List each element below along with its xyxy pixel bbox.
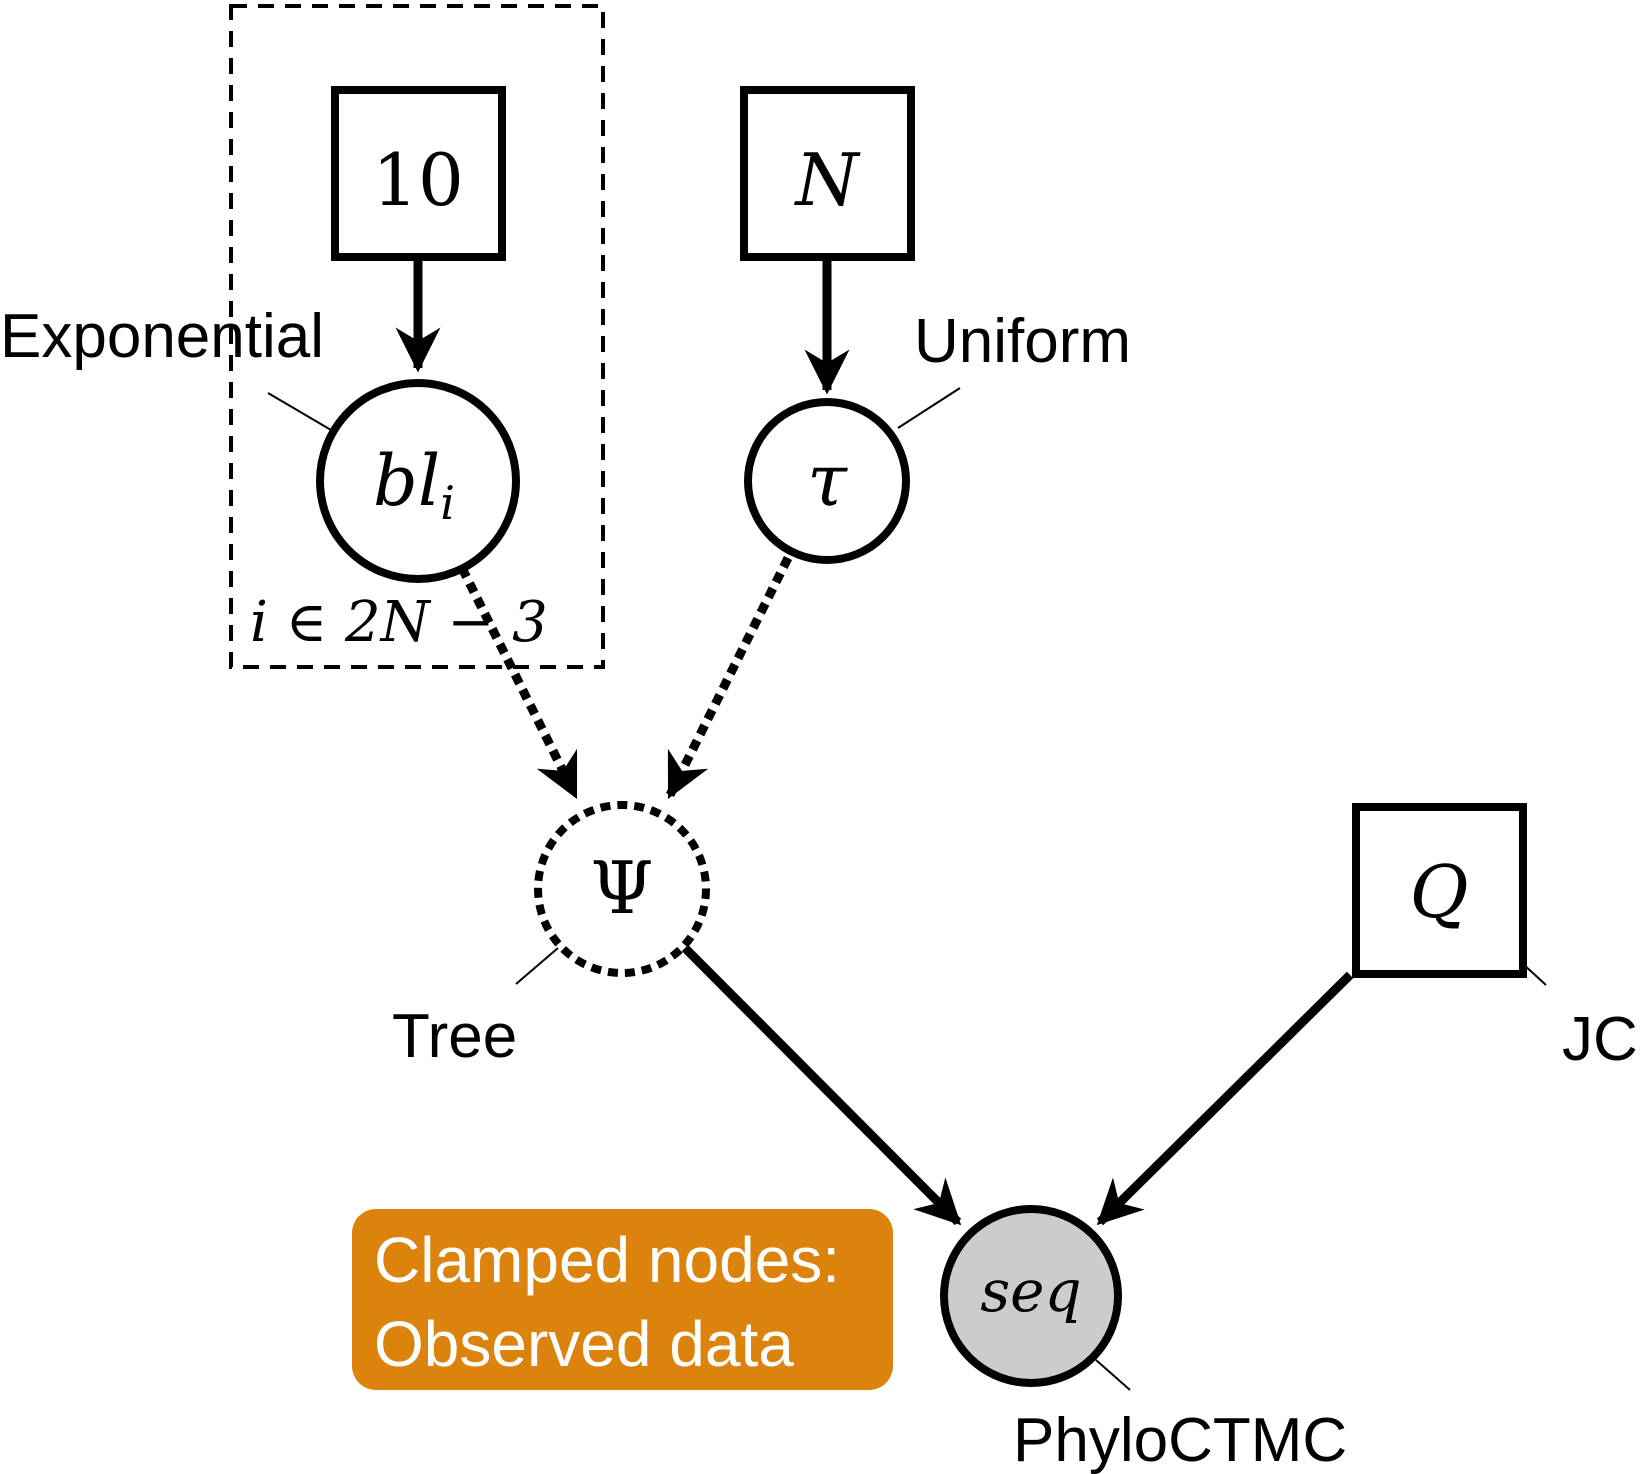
seq-symbol: seq — [980, 1257, 1081, 1325]
edge-tau-to-psi — [665, 555, 793, 800]
edge-bl-to-psi — [457, 565, 580, 800]
bl-symbol: bli — [373, 440, 455, 530]
label-exponential: Exponential — [0, 302, 324, 371]
leader-exponential — [267, 392, 332, 431]
psi-symbol: Ψ — [590, 846, 653, 930]
plate-box — [229, 4, 605, 669]
constant-node-ten: 10 — [331, 86, 506, 261]
leader-uniform — [897, 387, 961, 429]
tau-symbol: τ — [807, 438, 848, 522]
constant-node-n: N — [740, 86, 915, 261]
leader-jc — [1522, 963, 1547, 986]
stochastic-node-tau: τ — [744, 398, 910, 564]
leader-tree — [515, 947, 559, 985]
leader-phyloctmc — [1095, 1359, 1131, 1391]
edge-psi-to-seq — [681, 944, 962, 1226]
clamped-node-seq: seq — [940, 1205, 1122, 1387]
constant-ten-symbol: 10 — [372, 138, 464, 222]
constant-node-q: Q — [1352, 803, 1527, 978]
label-tree: Tree — [392, 1002, 517, 1071]
deterministic-node-psi: Ψ — [534, 801, 710, 977]
label-phyloctmc: PhyloCTMC — [1013, 1406, 1347, 1474]
stochastic-node-bl: bli — [316, 379, 520, 583]
clamped-nodes-callout: Clamped nodes: Observed data — [352, 1209, 893, 1390]
constant-q-symbol: Q — [1409, 850, 1468, 934]
label-jc: JC — [1562, 1005, 1638, 1074]
edge-q-to-seq — [1096, 971, 1354, 1226]
plate-label: i ∈ 2N − 3 — [250, 590, 548, 655]
label-uniform: Uniform — [914, 307, 1131, 376]
constant-n-symbol: N — [794, 138, 862, 222]
callout-line-2: Observed data — [374, 1308, 794, 1380]
callout-line-1: Clamped nodes: — [374, 1224, 840, 1296]
